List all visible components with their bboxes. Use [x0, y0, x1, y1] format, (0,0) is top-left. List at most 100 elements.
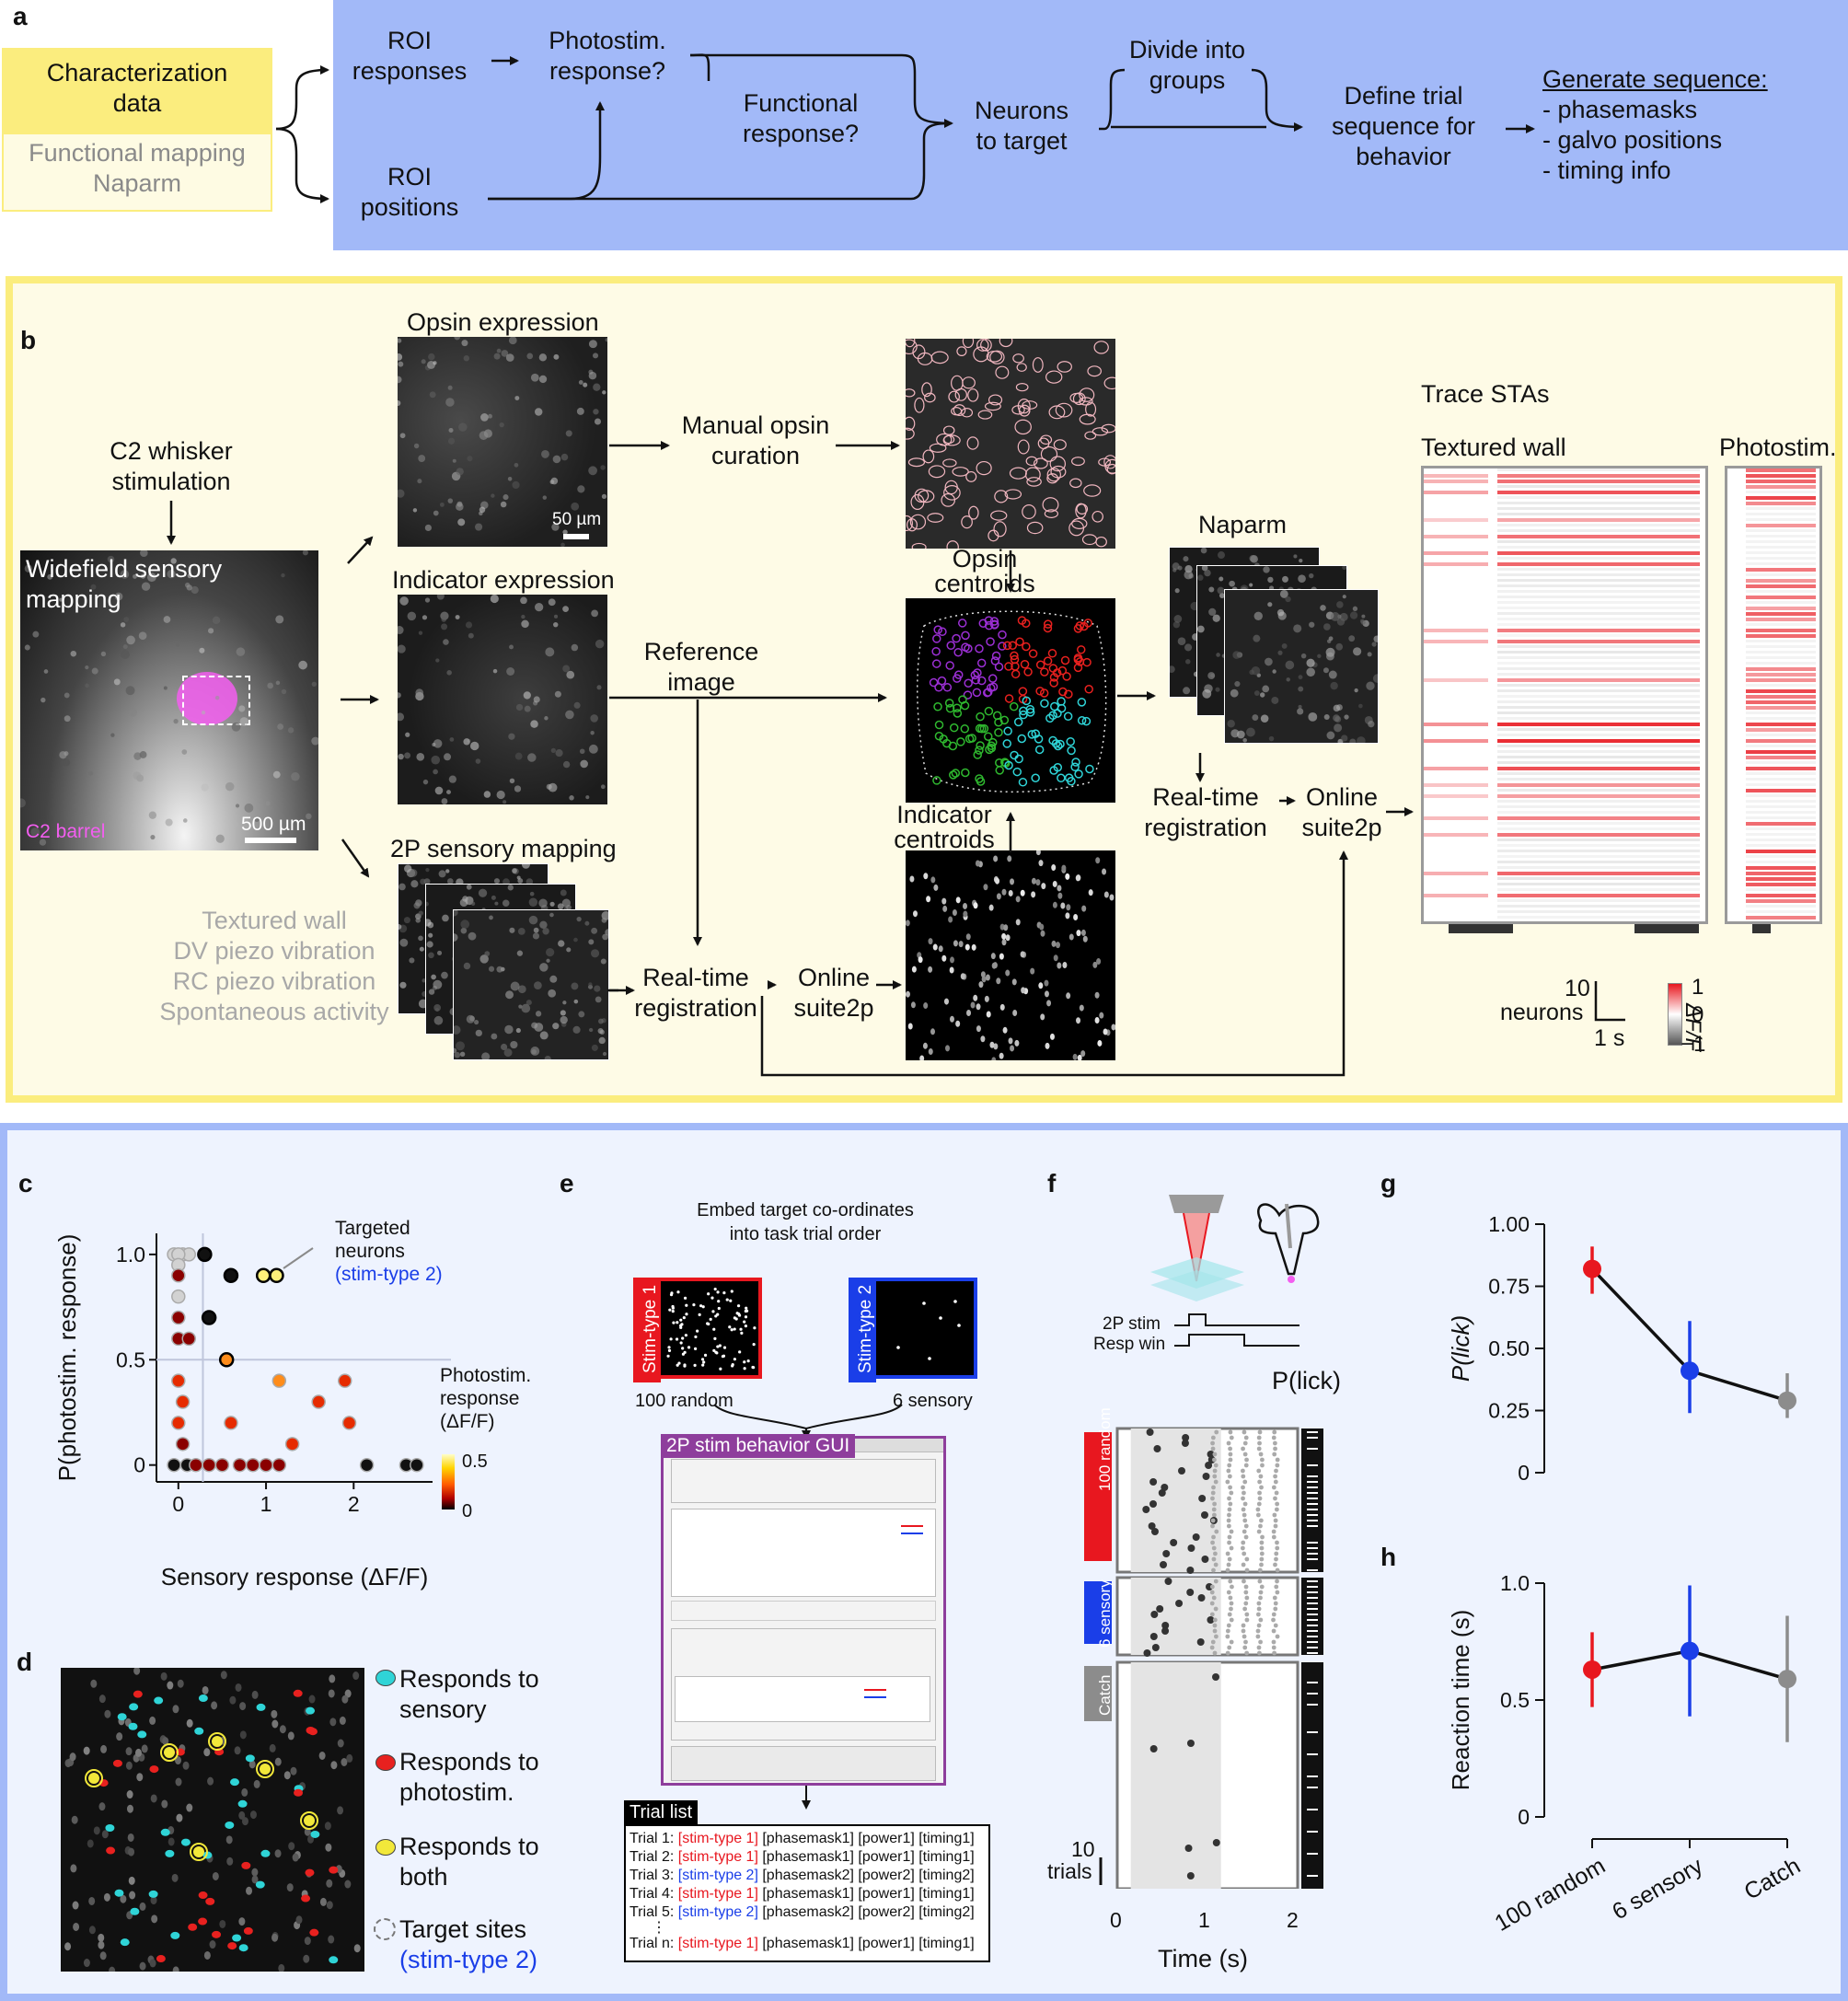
raster-scale-trials: trials: [1047, 1859, 1092, 1883]
stim1-target: [683, 1350, 687, 1354]
photostim-sta-row-baseline: [1746, 590, 1816, 593]
group-centroid: [995, 766, 1004, 775]
background-cell: [141, 1744, 148, 1753]
background-cell: [161, 1799, 168, 1809]
indicator-centroid: [1021, 987, 1026, 994]
sta-row-response: [1497, 833, 1700, 837]
group-centroid: [1080, 621, 1089, 631]
subsequent-lick: [1244, 1595, 1250, 1601]
cell-body: [1322, 667, 1329, 674]
sta-row-baseline: [1497, 513, 1700, 515]
indicator-centroid: [1039, 923, 1045, 931]
photostim-sta-row-baseline: [1746, 491, 1816, 493]
sensory-cell: [128, 1722, 138, 1730]
cell-body: [1260, 692, 1265, 698]
cell-body: [1263, 566, 1270, 573]
subsequent-lick: [1275, 1545, 1280, 1551]
opsin-roi: [1026, 477, 1042, 487]
first-lick: [1158, 1489, 1166, 1497]
sta-row-response-early: [1424, 535, 1488, 538]
sta-row-baseline: [1497, 645, 1700, 648]
stim1-target: [744, 1309, 747, 1313]
naparm-stack-3: [1224, 589, 1379, 744]
indicator-centroid: [1053, 954, 1058, 962]
cell-body: [231, 722, 241, 732]
group-centroid: [1049, 678, 1058, 688]
subsequent-lick: [1260, 1457, 1265, 1463]
background-cell: [128, 1876, 135, 1885]
group-centroid: [1022, 696, 1032, 706]
indicator-centroid: [928, 966, 933, 973]
cell-body: [398, 376, 402, 384]
subsequent-lick: [1255, 1612, 1261, 1617]
scatter-point: [175, 1437, 191, 1452]
cell-body: [515, 703, 524, 711]
group-centroid: [1035, 687, 1045, 696]
cell-body: [1372, 674, 1378, 683]
trial-row-2: Trial 2: [stim-type 1] [phasemask1] [pow…: [629, 1849, 975, 1865]
cell-body: [1204, 569, 1211, 577]
group-centroid: [976, 658, 987, 668]
sta-row-baseline: [1497, 883, 1700, 885]
mean-point: [1681, 1641, 1699, 1660]
cell-body: [544, 1056, 551, 1059]
stim1-target: [745, 1306, 748, 1310]
opsin-roi: [984, 401, 1001, 411]
subsequent-lick: [1275, 1590, 1280, 1595]
cell-body: [420, 878, 426, 885]
opsin-roi: [943, 434, 955, 445]
cell-body: [601, 493, 607, 499]
cell-body: [1353, 647, 1362, 656]
opsin-roi: [980, 339, 992, 352]
cell-body: [29, 573, 34, 577]
stim-type-2-panel: [849, 1278, 977, 1382]
subsequent-lick: [1271, 1628, 1276, 1634]
stim1-target: [743, 1367, 746, 1371]
gui-phasemask-red-arrow: [901, 1525, 923, 1527]
cell-body: [571, 982, 579, 990]
subsequent-lick: [1275, 1634, 1280, 1639]
cell-body: [1341, 734, 1348, 742]
indicator-centroid: [928, 938, 933, 945]
cell-body: [1170, 665, 1175, 673]
indicator-centroid: [996, 893, 1001, 900]
cell-body: [502, 494, 509, 501]
subsequent-lick: [1225, 1634, 1230, 1639]
photostim-cell: [112, 1759, 122, 1767]
cell-body: [454, 933, 458, 942]
sta-row-baseline: [1497, 899, 1700, 902]
photostim-sta-row: [1746, 894, 1816, 897]
sta-row-baseline: [1497, 750, 1700, 753]
cell-body: [440, 502, 445, 507]
subsequent-lick: [1256, 1645, 1262, 1650]
cell-body: [552, 1023, 560, 1030]
cell-body: [605, 338, 607, 342]
indicator-centroid: [980, 971, 986, 978]
first-lick: [1153, 1445, 1161, 1452]
subsequent-lick: [1258, 1639, 1263, 1645]
cell-body: [441, 971, 448, 979]
indicator-centroid: [1012, 1010, 1018, 1017]
background-cell: [150, 1896, 157, 1905]
indicator-centroid: [1020, 889, 1025, 896]
gui-bottom-buttons: [671, 1746, 936, 1781]
cell-body: [488, 966, 495, 972]
sta-row-baseline: [1497, 573, 1700, 576]
photostim-cell: [156, 1955, 166, 1963]
cell-body: [530, 1047, 540, 1056]
subsequent-lick: [1228, 1579, 1233, 1584]
subsequent-lick: [1211, 1534, 1216, 1540]
subsequent-lick: [1229, 1639, 1234, 1645]
subsequent-lick: [1260, 1463, 1265, 1468]
sta-row-response: [1497, 551, 1700, 555]
cell-texture: [454, 910, 608, 1059]
cell-body: [1217, 586, 1225, 595]
group-centroid: [1081, 716, 1091, 726]
plick-tick: [1307, 1437, 1318, 1439]
sta-row-response: [1497, 629, 1700, 632]
cell-body: [516, 875, 521, 880]
stim1-target: [729, 1299, 733, 1302]
group-centroid: [970, 670, 980, 680]
